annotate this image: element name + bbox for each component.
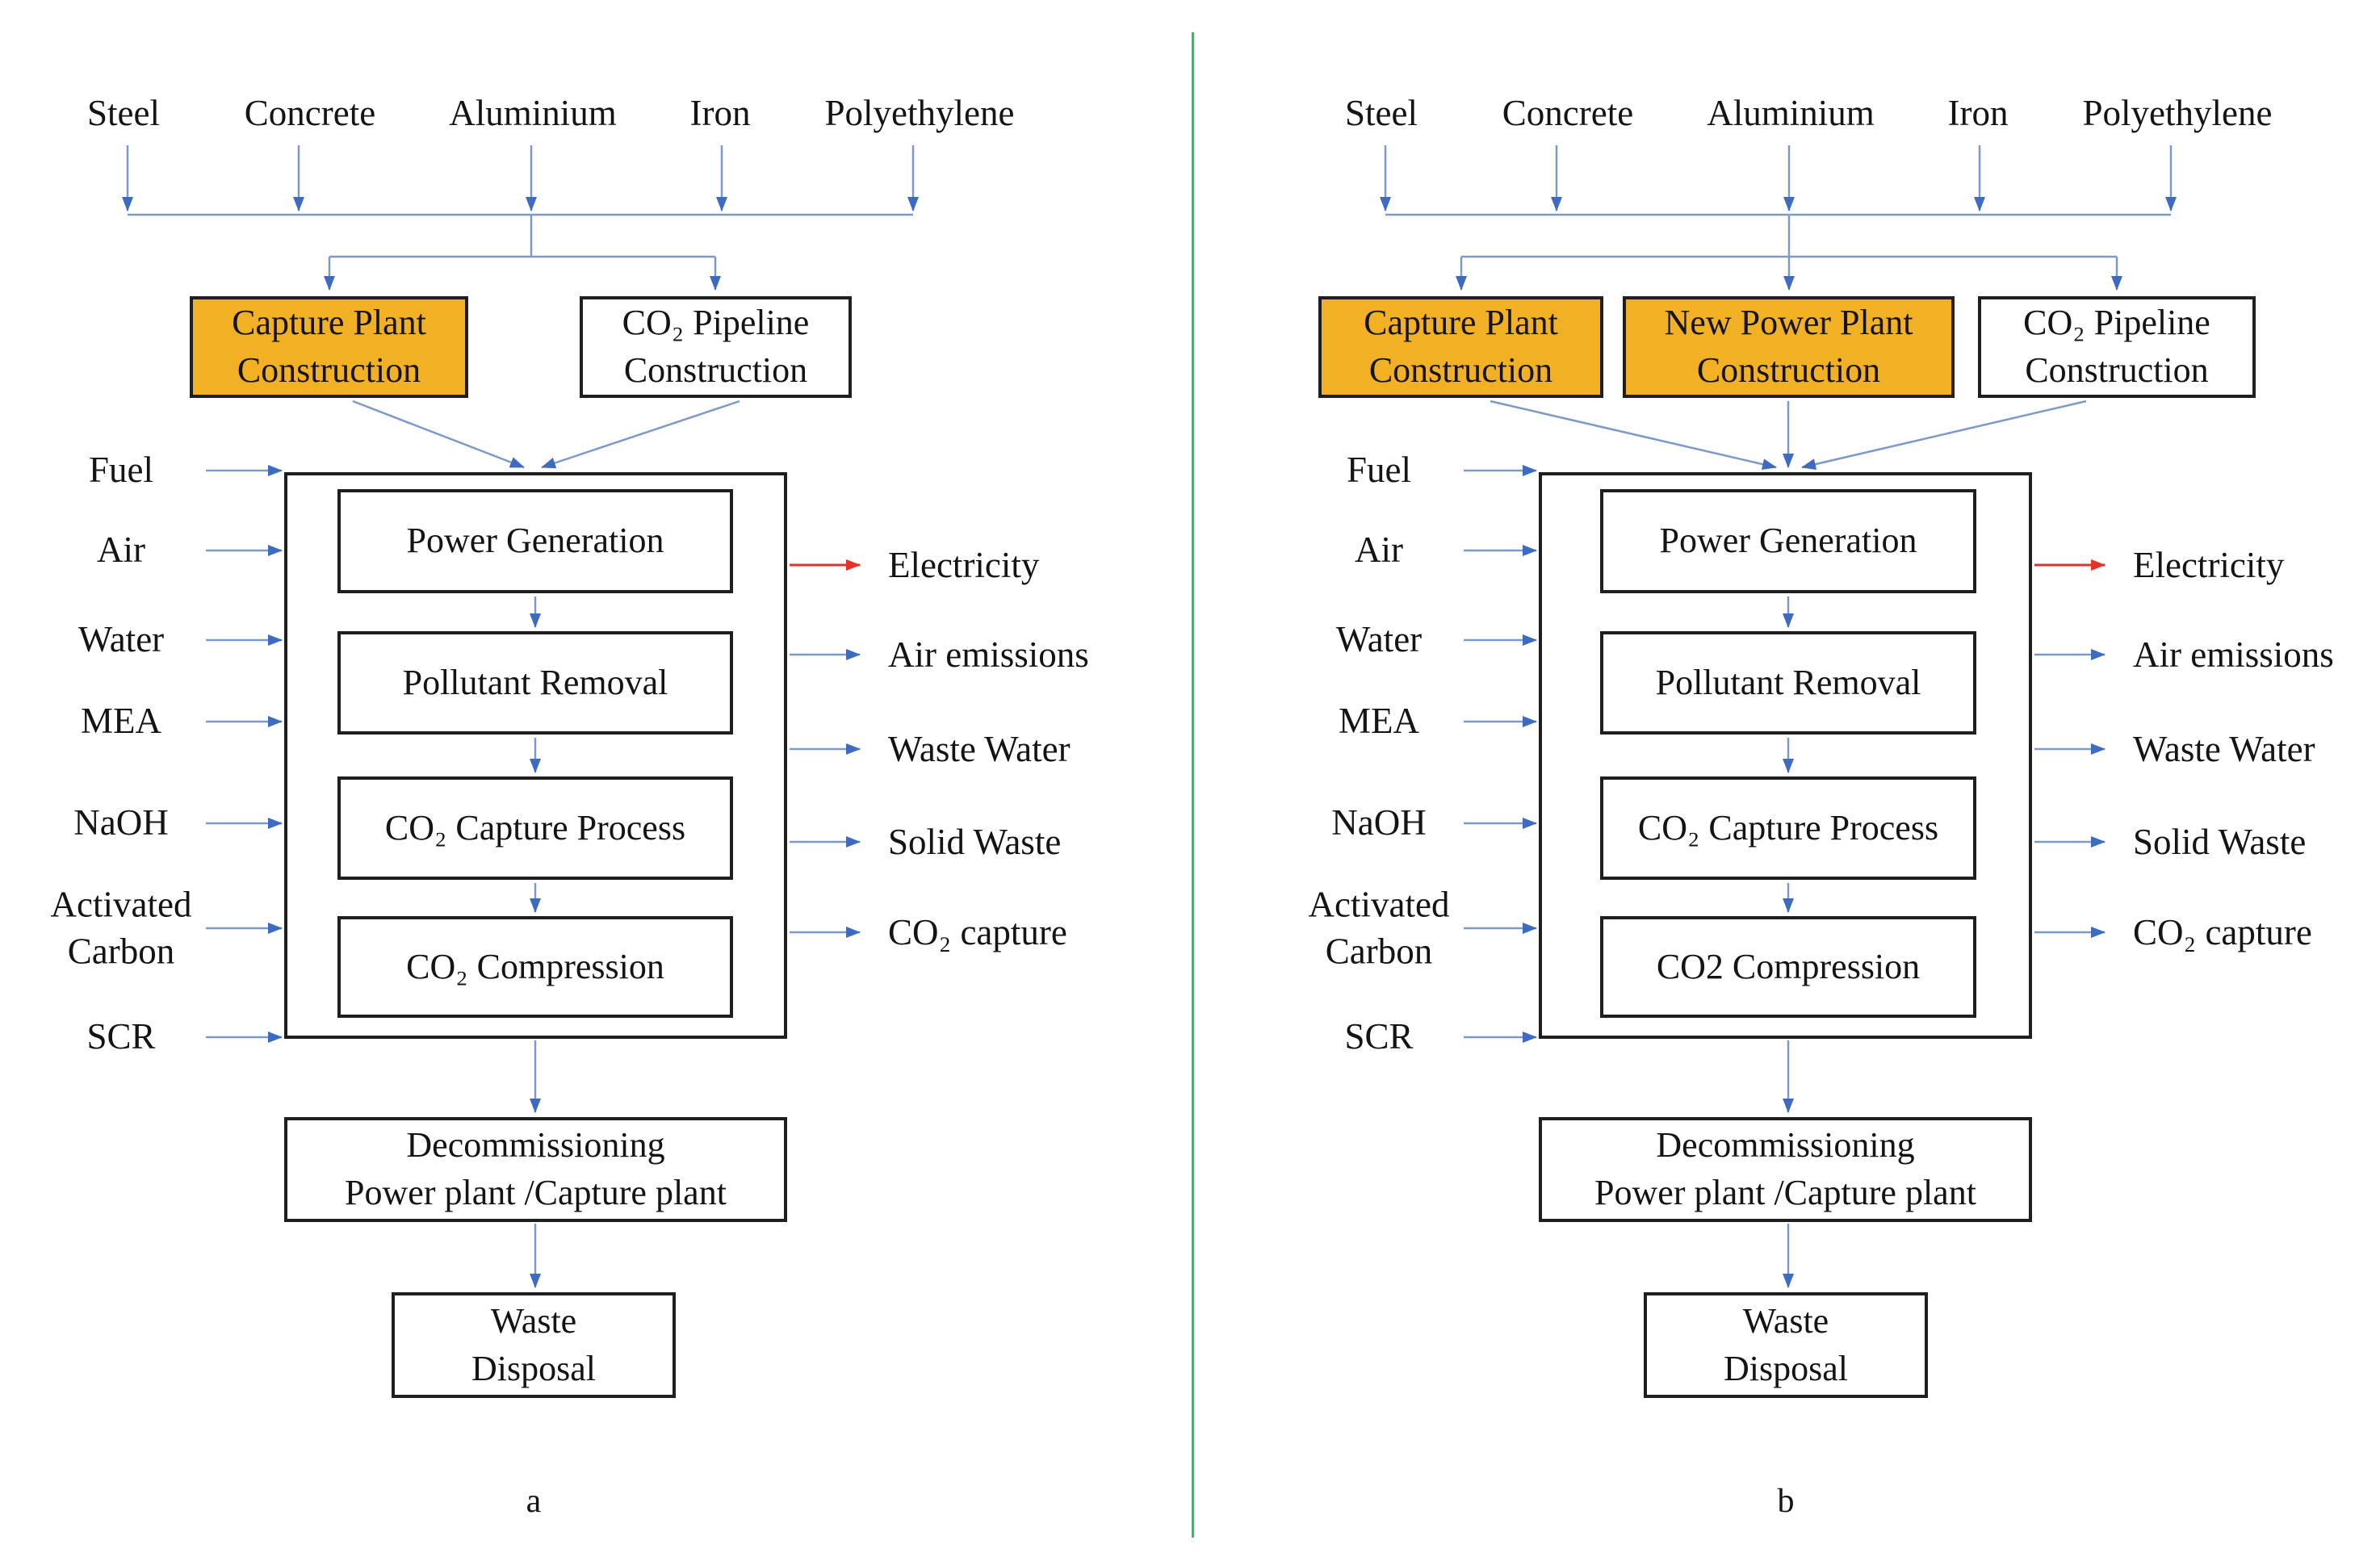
pollutant-removal-box: Pollutant Removal xyxy=(1600,631,1976,735)
co2-compression-box: CO2 Compression xyxy=(1600,916,1976,1018)
material-label-concrete: Concrete xyxy=(1502,93,1634,133)
capture-plant-construction-line1: Capture Plant xyxy=(1364,303,1558,343)
capture-plant-construction-box: Capture Plant Construction xyxy=(190,296,468,398)
output-label-air-emissions: Air emissions xyxy=(2133,634,2334,675)
plant-system-boundary-box xyxy=(284,472,787,1039)
pollutant-removal-label: Pollutant Removal xyxy=(402,662,668,702)
input-label-mea: MEA xyxy=(81,701,161,742)
co2-capture-process-box: CO₂ Capture Process xyxy=(337,776,733,880)
diag-pipeline-to-plant xyxy=(541,400,740,469)
output-label-waste-water: Waste Water xyxy=(2133,729,2315,769)
output-label-air-emissions: Air emissions xyxy=(888,634,1089,675)
pollutant-removal-label: Pollutant Removal xyxy=(1655,662,1921,702)
power-generation-label: Power Generation xyxy=(406,521,664,561)
co2-capture-process-label: CO₂ Capture Process xyxy=(1637,807,1939,848)
input-label-water: Water xyxy=(1335,619,1423,660)
material-label-aluminium: Aluminium xyxy=(449,93,617,133)
waste-disposal-box: Waste Disposal xyxy=(392,1292,676,1398)
diag-capture-to-plant xyxy=(352,400,525,469)
co2-compression-label: CO2 Compression xyxy=(1656,946,1921,986)
decommissioning-line1: Decommissioning xyxy=(406,1125,665,1166)
material-label-polyethylene: Polyethylene xyxy=(2082,93,2273,133)
capture-plant-construction-line2: Construction xyxy=(237,350,421,390)
new-power-plant-construction-line1: New Power Plant xyxy=(1664,303,1913,343)
decommissioning-box: Decommissioning Power plant /Capture pla… xyxy=(284,1117,787,1222)
input-label-activated-carbon: Activated Carbon xyxy=(1308,884,1450,971)
panel-a: Steel Concrete Aluminium Iron Polyethyle… xyxy=(50,93,1089,1520)
decommissioning-line1: Decommissioning xyxy=(1656,1125,1915,1166)
output-label-electricity: Electricity xyxy=(888,545,1040,585)
output-label-waste-water: Waste Water xyxy=(888,729,1071,769)
material-label-concrete: Concrete xyxy=(244,93,376,133)
panel-b: Steel Concrete Aluminium Iron Polyethyle… xyxy=(1190,0,2380,1557)
plant-system-boundary-box xyxy=(1539,472,2032,1039)
output-label-solid-waste: Solid Waste xyxy=(2133,822,2307,862)
waste-disposal-line2: Disposal xyxy=(1724,1348,1848,1388)
waste-disposal-line1: Waste xyxy=(1742,1300,1829,1341)
input-label-naoh: NaOH xyxy=(1331,802,1427,843)
input-label-fuel: Fuel xyxy=(1346,450,1411,491)
panel-b-connectors-layer xyxy=(1380,145,2177,1288)
input-label-naoh: NaOH xyxy=(73,802,169,843)
co2-compression-box: CO₂ Compression xyxy=(337,916,733,1018)
diag-capture-to-plant xyxy=(1490,400,1777,470)
decommissioning-line2: Power plant /Capture plant xyxy=(345,1173,727,1212)
capture-plant-construction-line2: Construction xyxy=(1368,350,1553,390)
panel-b-caption: b xyxy=(1777,1483,1795,1520)
waste-disposal-line2: Disposal xyxy=(471,1348,596,1388)
new-power-plant-construction-box: New Power Plant Construction xyxy=(1623,296,1955,398)
new-power-plant-construction-line2: Construction xyxy=(1696,350,1881,390)
capture-plant-construction-line1: Capture Plant xyxy=(232,303,426,343)
co2-capture-process-box: CO₂ Capture Process xyxy=(1600,776,1976,880)
co2-pipeline-construction-line2: Construction xyxy=(623,350,808,390)
co2-pipeline-construction-line2: Construction xyxy=(2025,350,2209,390)
decommissioning-box: Decommissioning Power plant /Capture pla… xyxy=(1539,1117,2032,1222)
panel-a-caption: a xyxy=(526,1483,542,1520)
material-label-iron: Iron xyxy=(1947,93,2009,133)
co2-pipeline-construction-line1: CO₂ Pipeline xyxy=(622,303,810,343)
power-generation-label: Power Generation xyxy=(1659,521,1917,561)
power-generation-box: Power Generation xyxy=(337,489,733,593)
input-label-water: Water xyxy=(78,619,165,660)
co2-pipeline-construction-line1: CO₂ Pipeline xyxy=(2023,303,2210,343)
material-label-steel: Steel xyxy=(87,93,160,133)
diag-pipeline-to-plant xyxy=(1801,400,2087,470)
co2-pipeline-construction-box: CO₂ Pipeline Construction xyxy=(580,296,852,398)
decommissioning-line2: Power plant /Capture plant xyxy=(1594,1173,1976,1212)
input-label-fuel: Fuel xyxy=(88,450,153,491)
input-label-activated-carbon: Activated Carbon xyxy=(50,884,192,971)
input-label-scr: SCR xyxy=(86,1016,156,1057)
panel-a-connectors-layer xyxy=(122,145,919,1288)
waste-disposal-box: Waste Disposal xyxy=(1644,1292,1928,1398)
panel-divider-line xyxy=(1192,32,1194,1538)
co2-pipeline-construction-box: CO₂ Pipeline Construction xyxy=(1978,296,2256,398)
input-label-scr: SCR xyxy=(1344,1016,1414,1057)
material-label-polyethylene: Polyethylene xyxy=(824,93,1015,133)
waste-disposal-line1: Waste xyxy=(490,1300,577,1341)
input-label-air: Air xyxy=(1355,529,1403,571)
output-label-co2-capture: CO₂ capture xyxy=(888,912,1067,952)
co2-capture-process-label: CO₂ Capture Process xyxy=(384,807,686,848)
pollutant-removal-box: Pollutant Removal xyxy=(337,631,733,735)
output-label-solid-waste: Solid Waste xyxy=(888,822,1062,862)
material-label-aluminium: Aluminium xyxy=(1707,93,1875,133)
input-label-mea: MEA xyxy=(1339,701,1419,742)
capture-plant-construction-box: Capture Plant Construction xyxy=(1318,296,1603,398)
material-label-steel: Steel xyxy=(1345,93,1418,133)
co2-compression-label: CO₂ Compression xyxy=(406,946,664,986)
output-label-electricity: Electricity xyxy=(2133,545,2285,585)
power-generation-box: Power Generation xyxy=(1600,489,1976,593)
input-label-air: Air xyxy=(97,529,145,571)
material-label-iron: Iron xyxy=(689,93,751,133)
output-label-co2-capture: CO₂ capture xyxy=(2133,912,2312,952)
